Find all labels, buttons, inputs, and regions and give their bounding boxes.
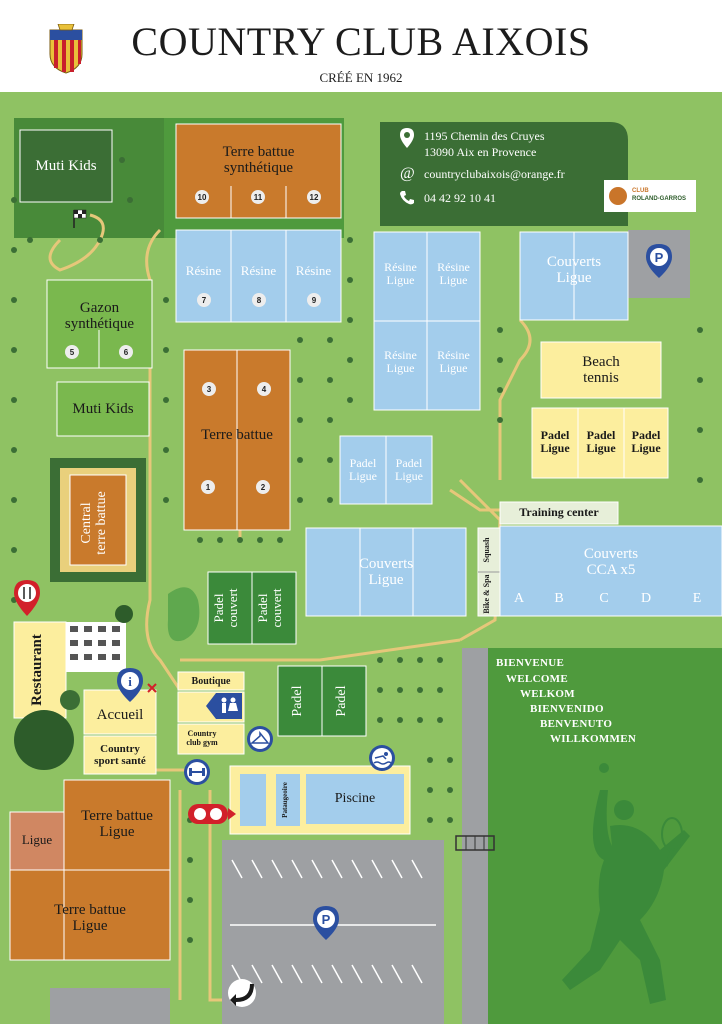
area-padel-ligue-blue-2[interactable]: Padel Ligue <box>395 455 423 483</box>
court-number: 11 <box>251 190 265 204</box>
area-terre-battue-ligue-bottom[interactable]: Terre battue Ligue <box>54 901 126 935</box>
area-padel-ligue-yellow-3[interactable]: Padel Ligue <box>631 427 661 455</box>
swimming-icon[interactable] <box>368 744 396 772</box>
page-subtitle: CRÉÉ EN 1962 <box>319 70 403 85</box>
area-muti-kids-1[interactable]: Muti Kids <box>35 157 97 174</box>
gym-icon[interactable] <box>183 758 211 786</box>
hall-letter: B <box>554 591 564 607</box>
court-number: 3 <box>202 382 216 396</box>
court-number: 12 <box>307 190 321 204</box>
welcome-text: BENVENUTO <box>540 718 613 730</box>
terrace-tables <box>70 626 120 660</box>
address-line-2: 13090 Aix en Provence <box>424 145 537 159</box>
flag-icon <box>73 209 87 228</box>
area-resine-ligue-1[interactable]: Résine Ligue <box>384 259 417 287</box>
hall-letter: E <box>692 591 702 607</box>
court-number: 5 <box>65 345 79 359</box>
court-number: 1 <box>201 480 215 494</box>
area-padel-2[interactable]: Padel <box>334 685 349 717</box>
area-central-terre-battue[interactable]: Central terre battue <box>79 491 109 555</box>
page-title: COUNTRY CLUB AIXOIS <box>131 19 591 64</box>
area-gazon-synthetique[interactable]: Gazon synthétique <box>64 299 135 333</box>
partner-club: CLUB <box>632 188 649 194</box>
area-padel-ligue-blue-1[interactable]: Padel Ligue <box>349 455 377 483</box>
welcome-text: BIENVENUE <box>496 657 565 669</box>
area-accueil[interactable]: Accueil <box>96 706 144 723</box>
big-tree <box>14 710 74 770</box>
parking-strip-bottom <box>50 988 170 1024</box>
area-bike-spa[interactable]: Bike & Spa <box>482 574 491 614</box>
address-line-1: 1195 Chemin des Cruyes <box>424 129 545 143</box>
area-resine-1[interactable]: Résine <box>185 262 222 278</box>
area-terre-battue[interactable]: Terre battue <box>201 426 273 443</box>
welcome-text: BIENVENIDO <box>530 703 604 715</box>
area-padel-ligue-yellow-2[interactable]: Padel Ligue <box>586 427 616 455</box>
tree-rows <box>11 157 703 943</box>
court-number: 6 <box>119 345 133 359</box>
area-resine-2[interactable]: Résine <box>240 262 277 278</box>
court-number: 4 <box>257 382 271 396</box>
area-training-center[interactable]: Training center <box>519 505 599 520</box>
court-number: 7 <box>197 293 211 307</box>
email-icon: @ <box>400 165 415 182</box>
area-resine-3[interactable]: Résine <box>295 262 332 278</box>
restaurant-icon[interactable] <box>188 804 236 824</box>
area-couverts-cca[interactable]: Couverts CCA x5 <box>583 545 639 579</box>
welcome-text: WELKOM <box>520 688 575 700</box>
area-resine-ligue-3[interactable]: Résine Ligue <box>384 347 417 375</box>
area-resine-ligue-4[interactable]: Résine Ligue <box>437 347 470 375</box>
pond <box>167 587 200 642</box>
contact-panel <box>380 122 628 226</box>
info-icon[interactable]: i <box>117 668 143 702</box>
restaurant-icon[interactable] <box>14 580 40 616</box>
area-ligue[interactable]: Ligue <box>21 831 53 847</box>
svg-text:i: i <box>128 674 132 689</box>
phone-icon <box>400 190 414 205</box>
court-number: 2 <box>256 480 270 494</box>
court-number: 9 <box>307 293 321 307</box>
area-padel-couvert-1[interactable]: Padel couvert <box>211 588 240 628</box>
hall-letter: D <box>640 591 652 607</box>
partner-name: ROLAND-GARROS <box>632 196 686 202</box>
court-number: 8 <box>252 293 266 307</box>
area-padel-1[interactable]: Padel <box>290 685 305 717</box>
area-beach-tennis[interactable]: Beach tennis <box>582 353 620 387</box>
svg-text:P: P <box>655 250 664 265</box>
welcome-text: WELCOME <box>506 673 568 685</box>
area-pataugeoire[interactable]: Pataugeoire <box>281 782 289 818</box>
hall-letter: C <box>599 591 609 607</box>
tennis-player-icon <box>562 763 690 1004</box>
crest-icon <box>48 23 84 74</box>
area-boutique[interactable]: Boutique <box>191 675 231 687</box>
svg-text:P: P <box>322 912 331 927</box>
marker-x <box>147 683 157 693</box>
pin-icon <box>400 128 414 148</box>
phone-text[interactable]: 04 42 92 10 41 <box>424 191 496 205</box>
area-restaurant[interactable]: Restaurant <box>29 634 45 706</box>
area-couverts-ligue-middle[interactable]: Couverts Ligue <box>358 555 414 589</box>
hall-letter: A <box>513 591 525 607</box>
area-piscine[interactable]: Piscine <box>334 791 376 807</box>
area-muti-kids-2[interactable]: Muti Kids <box>72 400 134 417</box>
exit-arrow-icon <box>228 979 256 1007</box>
area-couverts-ligue-top[interactable]: Couverts Ligue <box>546 253 602 287</box>
area-country-club-gym[interactable]: Country club gym <box>186 729 218 747</box>
cloakroom-icon[interactable] <box>246 725 274 753</box>
email-text[interactable]: countryclubaixois@orange.fr <box>424 167 565 181</box>
court-number: 10 <box>195 190 209 204</box>
area-padel-ligue-yellow-1[interactable]: Padel Ligue <box>540 427 570 455</box>
area-resine-ligue-2[interactable]: Résine Ligue <box>437 259 470 287</box>
area-country-sport-sante[interactable]: Country sport santé <box>94 742 146 767</box>
area-padel-couvert-2[interactable]: Padel couvert <box>255 588 284 628</box>
welcome-text: WILLKOMMEN <box>550 733 637 745</box>
area-terre-battue-ligue-top[interactable]: Terre battue Ligue <box>81 807 153 841</box>
parking-icon[interactable]: P <box>646 244 672 278</box>
area-terre-battue-synthetique[interactable]: Terre battue synthétique <box>222 143 295 177</box>
parking-icon[interactable]: P <box>313 906 339 940</box>
toilets-icon[interactable] <box>206 693 242 719</box>
